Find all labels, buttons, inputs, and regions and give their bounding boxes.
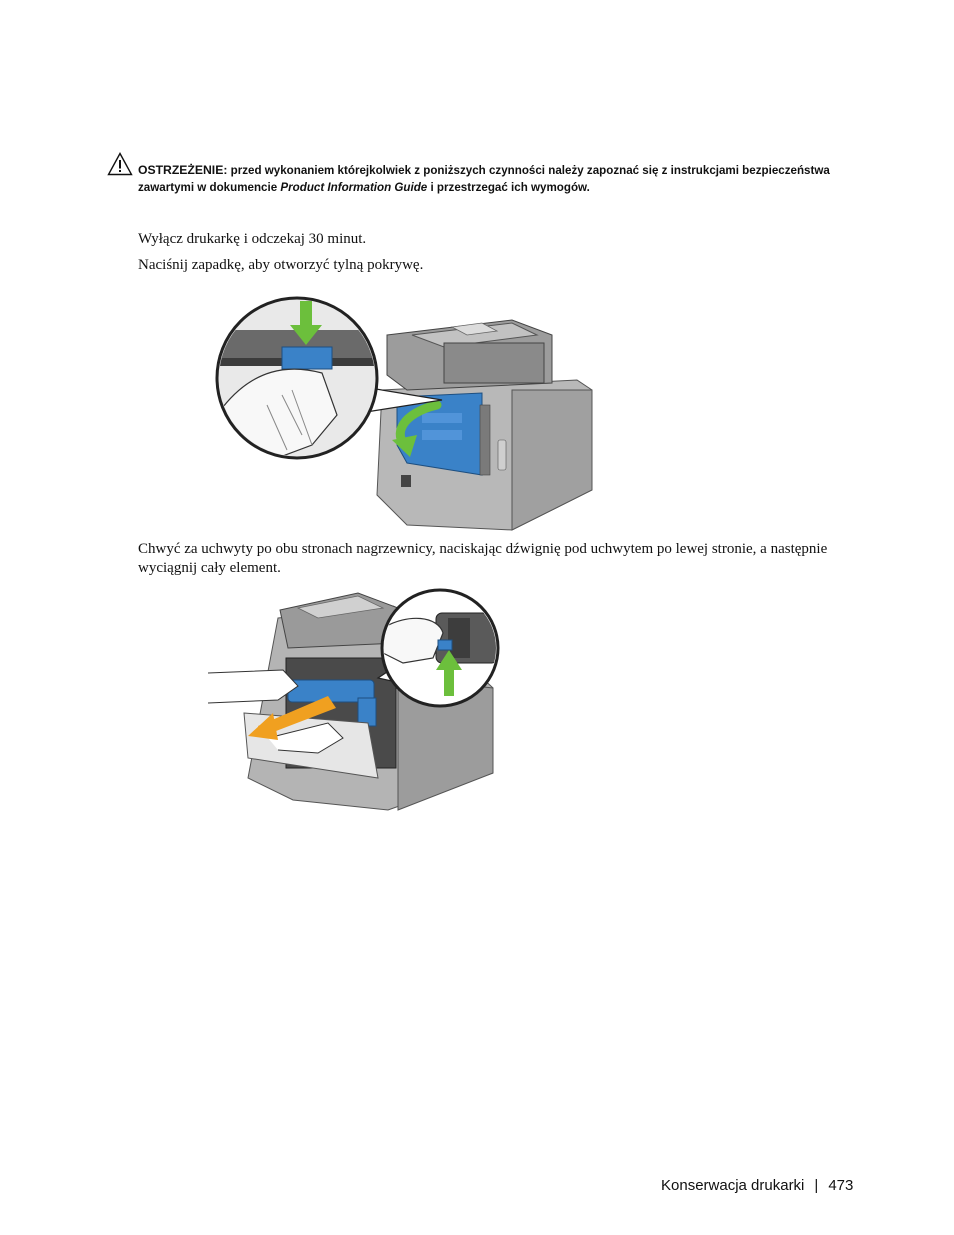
fuser-removal-illustration [208,588,500,811]
warning-text: OSTRZEŻENIE: przed wykonaniem którejkolw… [138,162,863,196]
step-3-text: Chwyć za uchwyty po obu stronach nagrzew… [138,541,828,576]
warning-body-2: i przestrzegać ich wymogów. [427,181,590,194]
footer-section-title: Konserwacja drukarki [661,1177,805,1194]
document-title: Product Information Guide [280,181,428,194]
rear-cover-open-illustration [215,296,593,531]
footer-separator: | [814,1177,819,1194]
warning-label: OSTRZEŻENIE: [138,163,228,177]
step-2-text: Naciśnij zapadkę, aby otworzyć tylną pok… [138,257,424,273]
step-1-text: Wyłącz drukarkę i odczekaj 30 minut. [138,231,367,247]
warning-body-1: przed wykonaniem którejkolwiek z poniższ… [138,164,830,194]
page-number: 473 [828,1177,854,1194]
warning-triangle-icon [107,152,133,176]
page-footer: Konserwacja drukarki | 473 [661,1177,853,1194]
